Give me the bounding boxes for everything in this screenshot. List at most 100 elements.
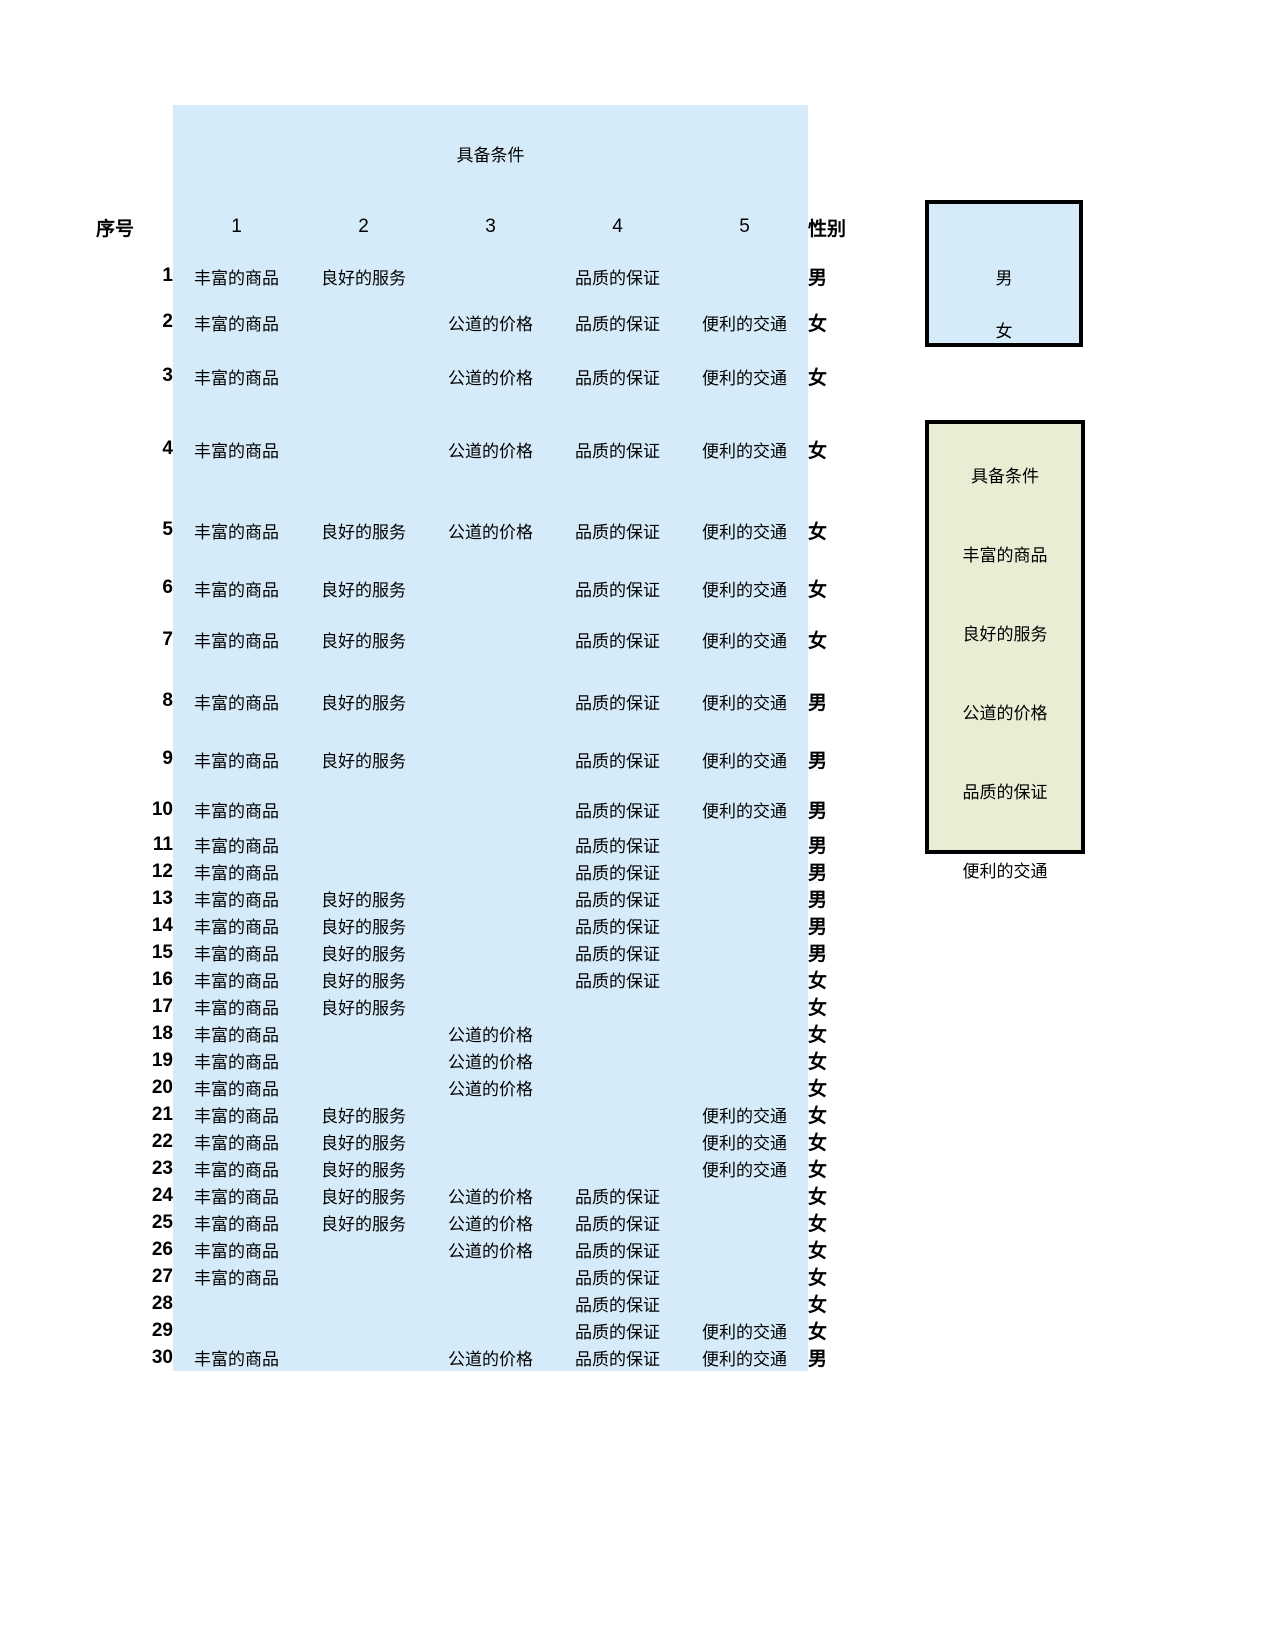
condition-cell-4[interactable]: 品质的保证	[554, 885, 681, 912]
condition-cell-2[interactable]	[300, 788, 427, 831]
condition-cell-3[interactable]	[427, 1101, 554, 1128]
condition-cell-4[interactable]: 品质的保证	[554, 672, 681, 730]
condition-cell-5[interactable]: 便利的交通	[681, 299, 809, 345]
condition-cell-1[interactable]: 丰富的商品	[173, 788, 300, 831]
condition-cell-1[interactable]: 丰富的商品	[173, 1101, 300, 1128]
condition-cell-2[interactable]	[300, 1290, 427, 1317]
condition-cell-1[interactable]: 丰富的商品	[173, 1236, 300, 1263]
condition-cell-1[interactable]	[173, 1290, 300, 1317]
condition-cell-2[interactable]	[300, 831, 427, 858]
condition-cell-3[interactable]: 公道的价格	[427, 1047, 554, 1074]
condition-cell-5[interactable]	[681, 1020, 809, 1047]
condition-cell-4[interactable]	[554, 1047, 681, 1074]
condition-cell-1[interactable]: 丰富的商品	[173, 1182, 300, 1209]
condition-cell-3[interactable]: 公道的价格	[427, 345, 554, 407]
condition-cell-3[interactable]	[427, 253, 554, 299]
condition-cell-2[interactable]: 良好的服务	[300, 1128, 427, 1155]
condition-cell-3[interactable]	[427, 912, 554, 939]
condition-cell-4[interactable]: 品质的保证	[554, 831, 681, 858]
condition-cell-3[interactable]	[427, 858, 554, 885]
condition-cell-3[interactable]	[427, 607, 554, 672]
condition-cell-2[interactable]	[300, 299, 427, 345]
condition-cell-4[interactable]: 品质的保证	[554, 569, 681, 607]
condition-cell-3[interactable]	[427, 672, 554, 730]
condition-cell-5[interactable]	[681, 993, 809, 1020]
condition-cell-5[interactable]	[681, 1263, 809, 1290]
condition-cell-5[interactable]: 便利的交通	[681, 1317, 809, 1344]
condition-cell-5[interactable]: 便利的交通	[681, 1101, 809, 1128]
condition-cell-4[interactable]: 品质的保证	[554, 1182, 681, 1209]
condition-cell-4[interactable]: 品质的保证	[554, 407, 681, 491]
condition-cell-5[interactable]	[681, 1182, 809, 1209]
condition-cell-4[interactable]: 品质的保证	[554, 966, 681, 993]
condition-cell-1[interactable]: 丰富的商品	[173, 253, 300, 299]
condition-cell-1[interactable]: 丰富的商品	[173, 939, 300, 966]
condition-cell-4[interactable]: 品质的保证	[554, 788, 681, 831]
condition-cell-2[interactable]: 良好的服务	[300, 569, 427, 607]
condition-cell-3[interactable]: 公道的价格	[427, 407, 554, 491]
condition-cell-2[interactable]: 良好的服务	[300, 885, 427, 912]
condition-cell-2[interactable]: 良好的服务	[300, 1155, 427, 1182]
condition-cell-3[interactable]: 公道的价格	[427, 491, 554, 569]
condition-cell-4[interactable]	[554, 1074, 681, 1101]
condition-cell-3[interactable]: 公道的价格	[427, 1344, 554, 1371]
condition-cell-2[interactable]	[300, 1344, 427, 1371]
gender-legend-box[interactable]: 男 女	[925, 200, 1083, 347]
condition-cell-4[interactable]: 品质的保证	[554, 939, 681, 966]
condition-cell-2[interactable]: 良好的服务	[300, 912, 427, 939]
condition-cell-2[interactable]	[300, 1263, 427, 1290]
condition-cell-1[interactable]: 丰富的商品	[173, 912, 300, 939]
condition-cell-3[interactable]	[427, 966, 554, 993]
condition-cell-1[interactable]: 丰富的商品	[173, 569, 300, 607]
condition-cell-1[interactable]: 丰富的商品	[173, 299, 300, 345]
condition-cell-2[interactable]	[300, 1074, 427, 1101]
condition-cell-3[interactable]	[427, 1290, 554, 1317]
condition-cell-5[interactable]: 便利的交通	[681, 407, 809, 491]
condition-cell-5[interactable]	[681, 1209, 809, 1236]
condition-cell-5[interactable]	[681, 858, 809, 885]
condition-cell-4[interactable]: 品质的保证	[554, 1344, 681, 1371]
condition-cell-3[interactable]: 公道的价格	[427, 1020, 554, 1047]
condition-cell-5[interactable]	[681, 966, 809, 993]
condition-cell-5[interactable]	[681, 939, 809, 966]
condition-cell-2[interactable]: 良好的服务	[300, 491, 427, 569]
condition-cell-4[interactable]: 品质的保证	[554, 253, 681, 299]
condition-cell-3[interactable]	[427, 939, 554, 966]
condition-cell-4[interactable]: 品质的保证	[554, 730, 681, 788]
condition-cell-2[interactable]	[300, 345, 427, 407]
condition-cell-2[interactable]: 良好的服务	[300, 730, 427, 788]
condition-cell-1[interactable]: 丰富的商品	[173, 1128, 300, 1155]
condition-cell-2[interactable]: 良好的服务	[300, 939, 427, 966]
condition-cell-1[interactable]: 丰富的商品	[173, 1074, 300, 1101]
condition-cell-5[interactable]: 便利的交通	[681, 1128, 809, 1155]
condition-cell-5[interactable]	[681, 885, 809, 912]
condition-cell-1[interactable]: 丰富的商品	[173, 966, 300, 993]
condition-cell-3[interactable]: 公道的价格	[427, 1236, 554, 1263]
condition-cell-5[interactable]: 便利的交通	[681, 491, 809, 569]
condition-cell-1[interactable]: 丰富的商品	[173, 858, 300, 885]
condition-cell-4[interactable]	[554, 1155, 681, 1182]
condition-cell-4[interactable]: 品质的保证	[554, 912, 681, 939]
condition-cell-4[interactable]: 品质的保证	[554, 858, 681, 885]
